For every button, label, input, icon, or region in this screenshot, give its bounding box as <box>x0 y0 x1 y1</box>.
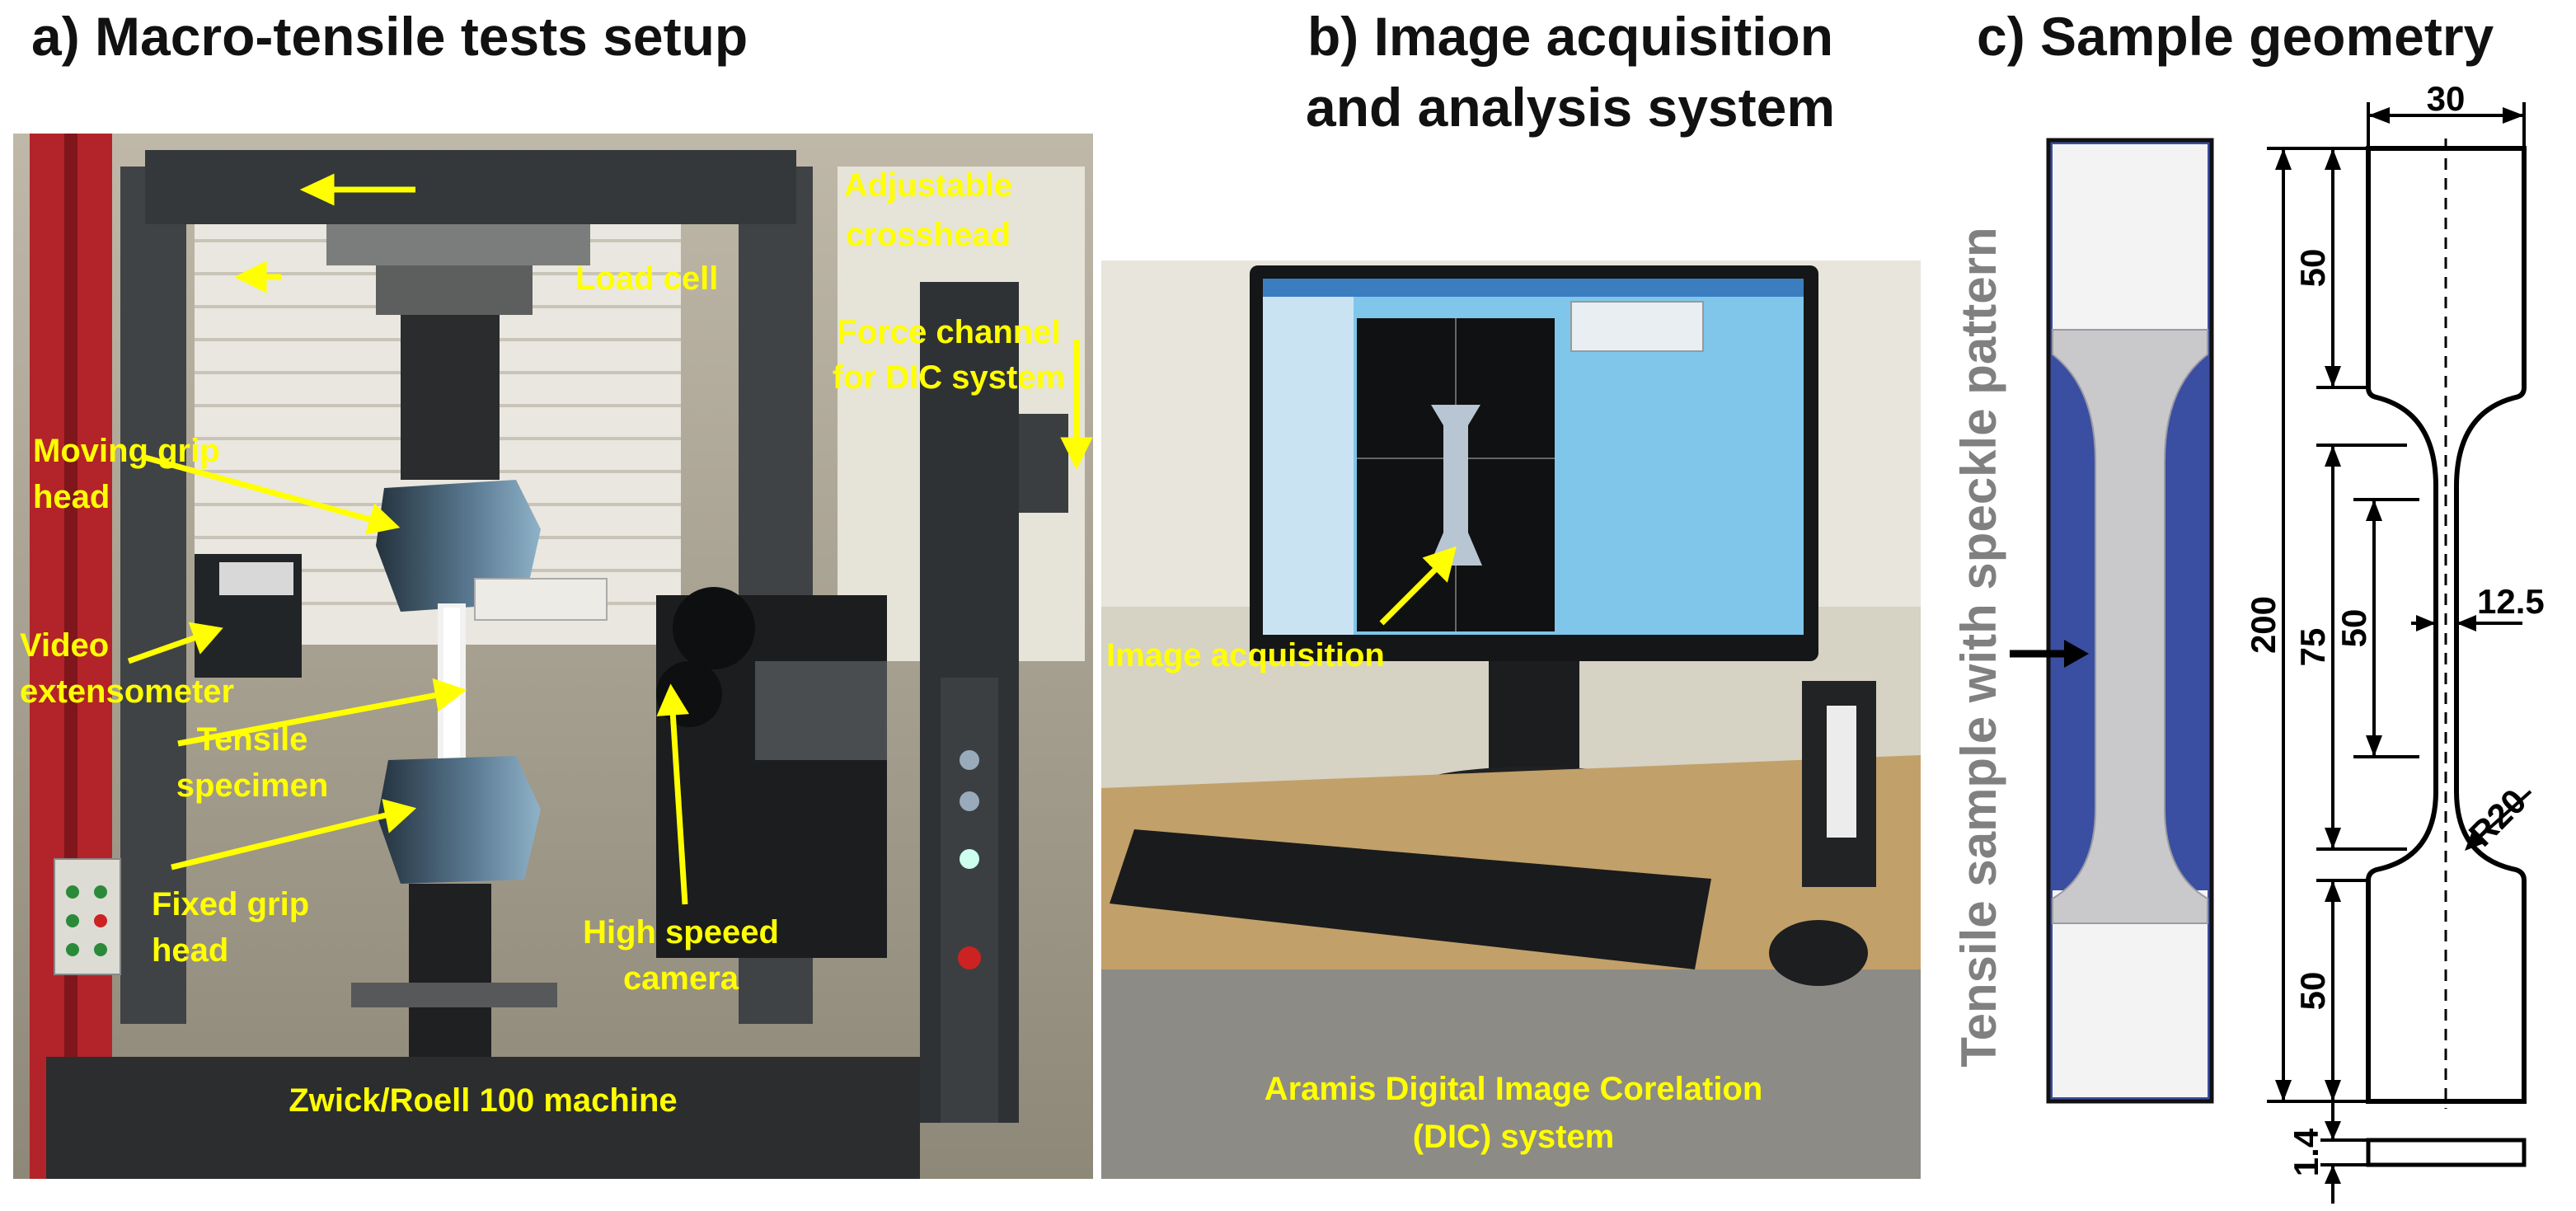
label-adjustable-crosshead-1: Adjustable <box>843 167 1013 204</box>
panel-b-photo: Image acquisition Aramis Digital Image C… <box>1101 261 1921 1179</box>
sample-pointer-arrow <box>2010 640 2089 668</box>
dic-system-illustration <box>1101 261 1921 1179</box>
label-force-channel-2: for DIC system <box>832 359 1066 396</box>
dim-gauge-length: 50 <box>2334 609 2373 648</box>
label-high-speed-camera-1: High speeed <box>583 914 779 950</box>
panel-a-photo: Adjustable crosshead Load cell Force cha… <box>13 134 1093 1179</box>
dim-thickness: 1.4 <box>2287 1128 2325 1176</box>
panel-a-title: a) Macro-tensile tests setup <box>31 6 748 67</box>
panel-c-title: c) Sample geometry <box>1977 6 2494 67</box>
label-video-2: extensometer <box>20 674 235 710</box>
label-zwick-roell-machine: Zwick/Roell 100 machine <box>289 1082 678 1119</box>
label-moving-grip-1: Moving grip <box>33 433 220 469</box>
dimension-arrowheads <box>2275 107 2524 1184</box>
dim-total-length: 200 <box>2244 596 2283 654</box>
label-load-cell: Load cell <box>575 261 719 297</box>
panel-a-arrows <box>127 173 1093 905</box>
test-machine-illustration <box>13 134 1093 1179</box>
panel-b-title-line-2: and analysis system <box>1305 77 1836 138</box>
sample-photo <box>2046 138 2214 1104</box>
dim-grip-bottom: 50 <box>2293 972 2332 1011</box>
dim-narrow-width: 12.5 <box>2477 582 2545 621</box>
label-video-1: Video <box>20 627 110 664</box>
thickness-view <box>2366 1138 2527 1167</box>
specimen-outline <box>2366 146 2527 1104</box>
label-moving-grip-2: head <box>33 479 110 515</box>
label-fixed-grip-2: head <box>152 932 229 969</box>
label-aramis-dic-1: Aramis Digital Image Corelation <box>1264 1071 1763 1107</box>
label-aramis-dic-2: (DIC) system <box>1412 1119 1615 1155</box>
label-force-channel-1: Force channel <box>837 314 1061 350</box>
label-image-acquisition: Image acquisition <box>1106 637 1385 674</box>
dim-parallel-length: 75 <box>2293 628 2332 667</box>
label-adjustable-crosshead-2: crosshead <box>845 217 1011 253</box>
dim-width: 30 <box>2427 79 2466 118</box>
label-fixed-grip-1: Fixed grip <box>152 886 310 922</box>
label-tensile-specimen-1: Tensile <box>196 721 308 758</box>
label-high-speed-camera-2: camera <box>622 960 739 997</box>
panel-b-arrow <box>1379 546 1457 626</box>
dim-grip-top: 50 <box>2293 249 2332 288</box>
panel-b-title-line-1: b) Image acquisition <box>1307 6 1834 67</box>
label-tensile-specimen-2: specimen <box>176 767 329 804</box>
